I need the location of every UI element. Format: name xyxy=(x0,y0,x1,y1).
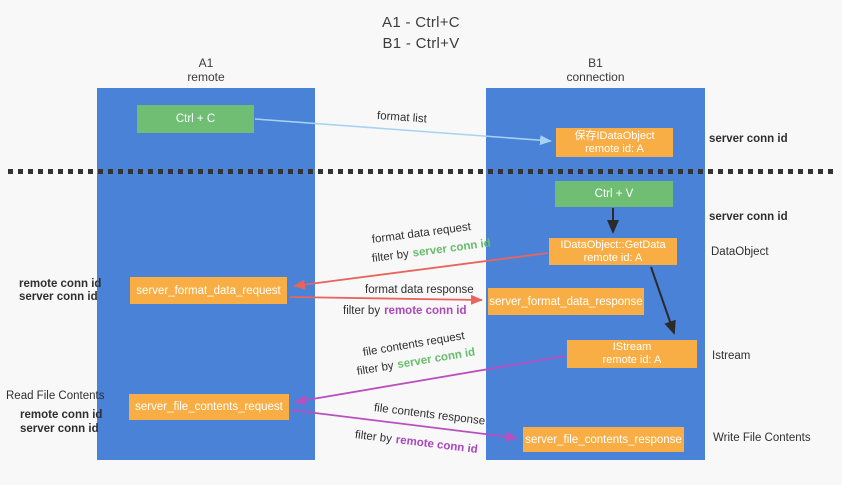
session-divider-dotted-line xyxy=(8,169,836,174)
remote-conn-id-text: remote conn id xyxy=(384,305,467,317)
server-conn-id-right-mid-label: server conn id xyxy=(709,211,788,223)
getdata-line2: remote id: A xyxy=(583,251,643,264)
idataobject-getdata-node: IDataObject::GetData remote id: A xyxy=(549,238,677,265)
format-data-response-label: format data response xyxy=(365,284,474,296)
diagram-title: A1 - Ctrl+C B1 - Ctrl+V xyxy=(0,12,842,54)
format-list-label: format list xyxy=(376,110,428,126)
lane-b1-role: connection xyxy=(566,70,625,84)
lane-b1-id: B1 xyxy=(588,56,603,70)
ctrl-v-node: Ctrl + V xyxy=(555,181,673,207)
lane-header-a1: A1 remote xyxy=(97,56,315,84)
lane-header-b1: B1 connection xyxy=(486,56,705,84)
server-file-contents-request-label: server_file_contents_request xyxy=(135,401,283,413)
save-idataobject-line2: remote id: A xyxy=(585,142,644,155)
filter-by-text: filter by xyxy=(343,305,381,317)
title-line-1: A1 - Ctrl+C xyxy=(382,14,460,31)
ctrl-c-node: Ctrl + C xyxy=(137,105,254,133)
server-conn-id-left-top-label: server conn id xyxy=(19,291,98,303)
istream-line2: remote id: A xyxy=(602,354,662,366)
server-format-data-request-label: server_format_data_request xyxy=(136,284,281,297)
lane-a1-role: remote xyxy=(187,70,225,84)
server-format-data-response-node: server_format_data_response xyxy=(488,288,644,315)
save-idataobject-line1: 保存IDataObject xyxy=(574,129,655,142)
filter-by-text: filter by xyxy=(356,359,395,378)
istream-node: IStream remote id: A xyxy=(567,340,697,368)
server-conn-id-text: server conn id xyxy=(411,237,492,260)
server-file-contents-response-node: server_file_contents_response xyxy=(523,427,684,452)
ctrl-c-label: Ctrl + C xyxy=(175,113,216,125)
server-format-data-request-node: server_format_data_request xyxy=(130,277,287,304)
remote-conn-id-text: remote conn id xyxy=(395,434,479,457)
dataobject-label: DataObject xyxy=(711,246,769,258)
server-conn-id-right-top-label: server conn id xyxy=(709,133,788,145)
istream-side-label: Istream xyxy=(712,350,751,362)
title-line-2: B1 - Ctrl+V xyxy=(382,35,460,52)
remote-conn-id-left-top-label: remote conn id xyxy=(19,278,102,290)
ctrl-v-label: Ctrl + V xyxy=(594,188,634,200)
server-format-data-response-label: server_format_data_response xyxy=(489,295,643,308)
remote-conn-id-left-bottom-label: remote conn id xyxy=(20,409,103,421)
write-file-contents-label: Write File Contents xyxy=(713,432,811,444)
server-conn-id-left-bottom-label: server conn id xyxy=(20,423,99,435)
save-idataobject-node: 保存IDataObject remote id: A xyxy=(556,128,673,157)
lane-a1-id: A1 xyxy=(198,56,214,70)
filter-by-text: filter by xyxy=(371,248,410,265)
getdata-line1: IDataObject::GetData xyxy=(560,238,666,251)
server-file-contents-request-node: server_file_contents_request xyxy=(129,394,289,420)
read-file-contents-label: Read File Contents xyxy=(6,390,105,402)
format-data-response-arrow xyxy=(289,294,483,305)
istream-line1: IStream xyxy=(612,341,652,353)
filter-by-text: filter by xyxy=(354,429,393,446)
file-contents-response-label: file contents response xyxy=(373,402,486,428)
server-file-contents-response-label: server_file_contents_response xyxy=(525,433,682,446)
